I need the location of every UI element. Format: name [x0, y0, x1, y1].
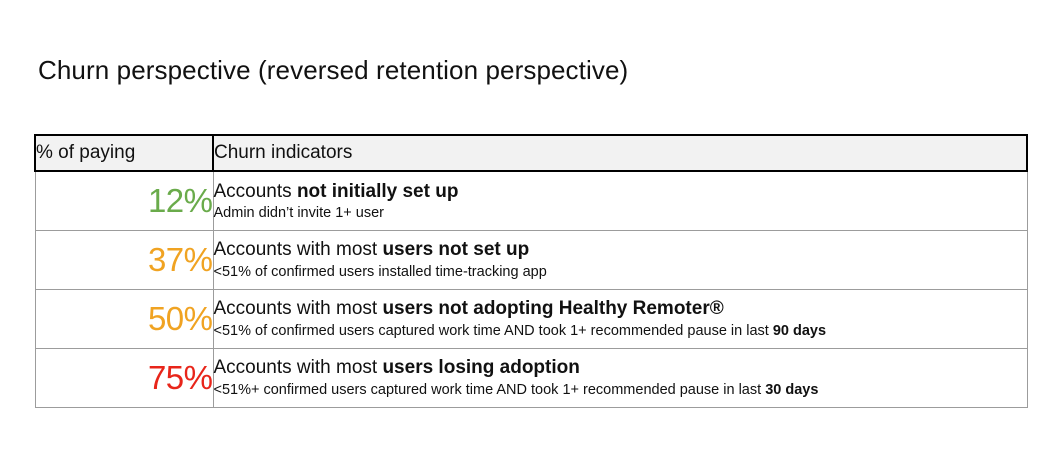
title-text: Accounts with most: [213, 239, 383, 261]
subtitle-text: Admin didn’t invite 1+ user: [213, 204, 384, 221]
column-header-percent-of-paying: % of paying: [34, 134, 214, 172]
churn-indicator-title: Accounts with most users not adopting He…: [214, 297, 1027, 320]
table-row: 50%Accounts with most users not adopting…: [34, 289, 1028, 349]
percent-of-paying-value: 37%: [34, 230, 214, 290]
percent-of-paying-value: 50%: [34, 289, 214, 349]
title-emphasis: not initially set up: [296, 180, 459, 202]
subtitle-text: <51% of confirmed users captured work ti…: [213, 322, 773, 339]
table-row: 37%Accounts with most users not set up <5…: [34, 230, 1028, 290]
title-emphasis: users not set up: [382, 239, 530, 261]
churn-indicator-title: Accounts with most users not set up: [214, 238, 1027, 261]
churn-indicators-table: % of paying Churn indicators 12%Accounts…: [34, 134, 1028, 408]
title-text: Accounts: [213, 180, 297, 202]
percent-of-paying-value: 12%: [34, 171, 214, 231]
title-text: Accounts with most: [213, 298, 383, 320]
subtitle-emphasis: 30 days: [765, 381, 819, 398]
churn-indicator-subtitle: <51% of confirmed users captured work ti…: [214, 322, 1027, 340]
churn-indicator-subtitle: <51%+ confirmed users captured work time…: [214, 381, 1027, 399]
table-header: % of paying Churn indicators: [34, 134, 1028, 172]
churn-indicator-cell: Accounts with most users not set up <51% …: [212, 230, 1028, 290]
churn-indicator-title: Accounts not initially set up: [214, 180, 1027, 203]
churn-indicator-cell: Accounts with most users losing adoption…: [212, 348, 1028, 408]
churn-indicator-cell: Accounts with most users not adopting He…: [212, 289, 1028, 349]
page-title: Churn perspective (reversed retention pe…: [38, 55, 629, 85]
percent-of-paying-value: 75%: [34, 348, 214, 408]
churn-indicator-subtitle: <51% of confirmed users installed time-t…: [214, 263, 1027, 281]
table-header-row: % of paying Churn indicators: [34, 134, 1028, 172]
title-emphasis: users losing adoption: [382, 357, 580, 379]
table-row: 75%Accounts with most users losing adopt…: [34, 348, 1028, 408]
churn-indicator-title: Accounts with most users losing adoption: [214, 356, 1027, 379]
title-emphasis: users not adopting Healthy Remoter®: [382, 298, 724, 320]
churn-indicator-subtitle: Admin didn’t invite 1+ user: [214, 204, 1027, 222]
subtitle-emphasis: 90 days: [772, 322, 827, 339]
column-header-churn-indicators: Churn indicators: [212, 134, 1028, 172]
subtitle-text: <51%+ confirmed users captured work time…: [213, 381, 766, 398]
subtitle-text: <51% of confirmed users installed time-t…: [213, 263, 547, 280]
title-text: Accounts with most: [213, 357, 383, 379]
